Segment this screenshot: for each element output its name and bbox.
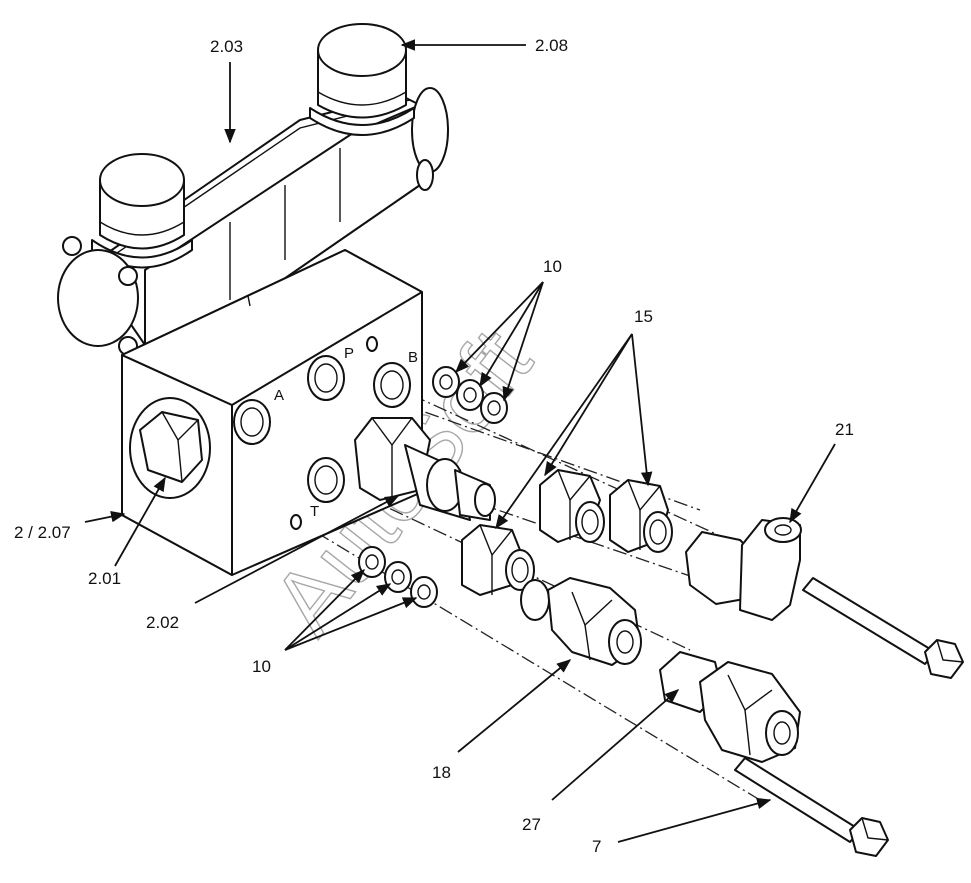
- fitting-2-02: [354, 417, 496, 521]
- solenoid-valve-assembly: [89, 87, 449, 346]
- callout-2-08: 2.08: [535, 36, 568, 55]
- callout-2-02: 2.02: [146, 613, 179, 632]
- callout-2-2-07: 2 / 2.07: [14, 523, 71, 542]
- port-label-t: T: [310, 503, 319, 520]
- port-label-p: P: [344, 345, 354, 362]
- port-label-b: B: [408, 349, 418, 366]
- callout-21: 21: [835, 420, 854, 439]
- callout-labels: 2.03 2.08 10 15 21 2 / 2.07 2.01 2.02 10…: [14, 36, 854, 856]
- manifold-block: [121, 249, 423, 576]
- sealing-washers-top: [432, 366, 508, 424]
- sealing-washers-bottom: [358, 546, 438, 608]
- callout-18: 18: [432, 763, 451, 782]
- callout-10-bottom: 10: [252, 657, 271, 676]
- callout-7: 7: [592, 837, 601, 856]
- callout-10-top: 10: [543, 257, 562, 276]
- callout-15: 15: [634, 307, 653, 326]
- solenoid-coil-right: [309, 23, 415, 136]
- fitting-15-upper: [609, 479, 673, 553]
- elbow-fitting-21: [685, 517, 802, 621]
- fitting-27: [659, 651, 801, 763]
- fitting-15-lower: [461, 524, 535, 596]
- fitting-15-middle: [539, 469, 605, 543]
- leader-lines: [84, 39, 836, 843]
- bolt-7-lower: [734, 757, 889, 857]
- bolt-upper: [802, 577, 964, 679]
- port-label-a: A: [274, 387, 284, 404]
- fitting-18: [520, 577, 642, 666]
- callout-2-01: 2.01: [88, 569, 121, 588]
- callout-2-03: 2.03: [210, 37, 243, 56]
- callout-27: 27: [522, 815, 541, 834]
